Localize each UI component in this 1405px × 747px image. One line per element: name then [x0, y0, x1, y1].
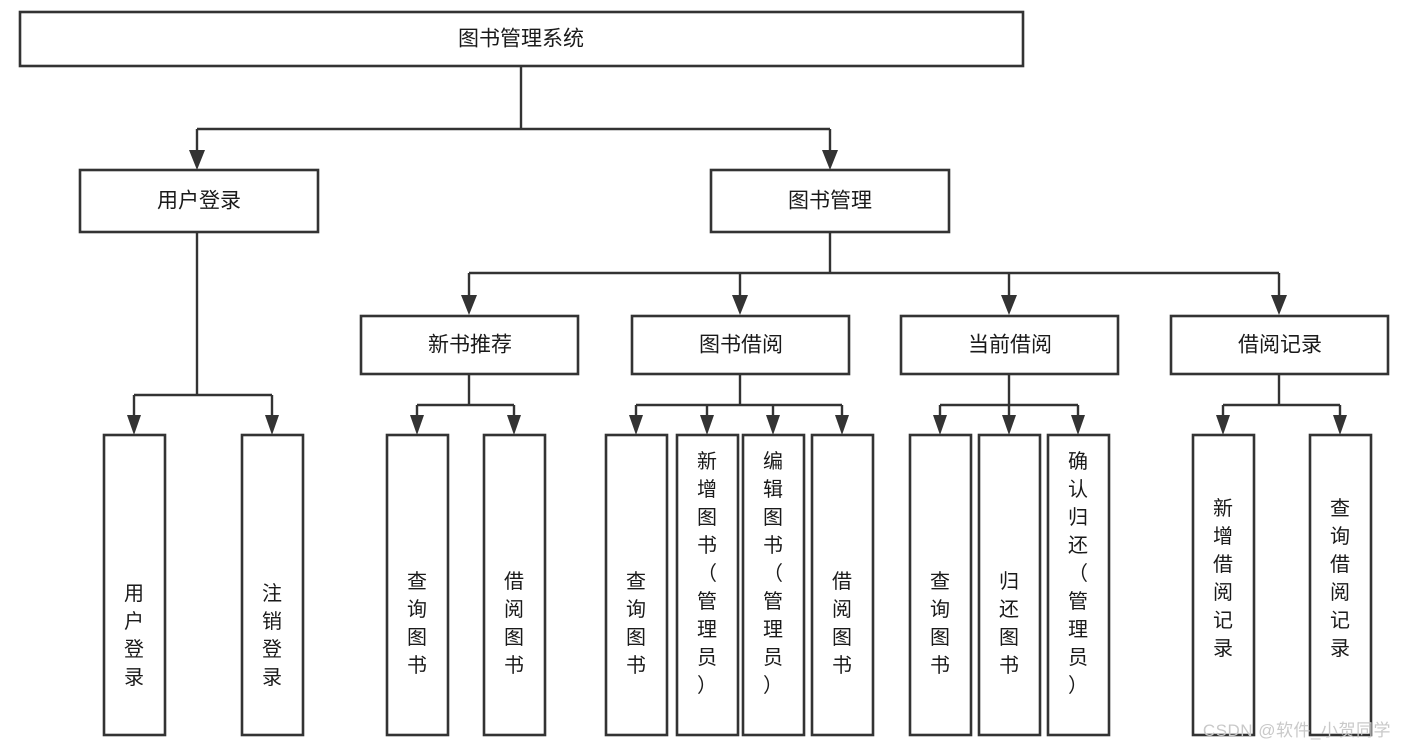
node-leaf-query-book-2-label: 查询图书	[626, 570, 646, 677]
node-leaf-add-record[interactable]: 新增借阅记录	[1191, 433, 1256, 737]
arrowhead-book-borrow	[732, 295, 748, 315]
arrowhead-leaf-query-record	[1333, 415, 1347, 435]
node-leaf-query-record-box[interactable]	[1308, 433, 1373, 737]
node-leaf-borrow-book-1-label: 借阅图书	[504, 570, 524, 677]
arrowhead-leaf-borrow-book-2	[835, 415, 849, 435]
node-leaf-query-book-1[interactable]: 查询图书	[385, 433, 450, 737]
node-leaf-query-record[interactable]: 查询借阅记录	[1308, 433, 1373, 737]
node-leaf-add-record-box[interactable]	[1191, 433, 1256, 737]
node-leaf-borrow-book-2-label: 借阅图书	[832, 570, 852, 677]
node-leaf-query-book-3-label: 查询图书	[930, 570, 950, 677]
node-new-book-recommend[interactable]: 新书推荐	[359, 314, 580, 376]
arrowhead-new-book-recommend	[461, 295, 477, 315]
node-book-manage-box[interactable]	[709, 168, 951, 234]
node-leaf-query-book-3-box[interactable]	[908, 433, 973, 737]
node-borrow-record-box[interactable]	[1169, 314, 1390, 376]
node-user-login[interactable]: 用户登录	[78, 168, 320, 234]
arrowhead-leaf-confirm-return	[1071, 415, 1085, 435]
node-leaf-return-book-label: 归还图书	[999, 570, 1019, 677]
node-leaf-add-book-label: 新增图书（管理员）	[697, 450, 717, 697]
node-leaf-query-book-2-box[interactable]	[604, 433, 669, 737]
arrowhead-borrow-record	[1271, 295, 1287, 315]
node-leaf-confirm-return-label: 确认归还（管理员）	[1068, 450, 1088, 697]
node-new-book-recommend-box[interactable]	[359, 314, 580, 376]
arrowhead-current-borrow	[1001, 295, 1017, 315]
node-leaf-edit-book[interactable]: 编辑图书（管理员）	[741, 433, 806, 737]
arrowhead-leaf-query-book-2	[629, 415, 643, 435]
node-current-borrow[interactable]: 当前借阅	[899, 314, 1120, 376]
node-leaf-add-book-box[interactable]	[675, 433, 740, 737]
node-user-login-box[interactable]	[78, 168, 320, 234]
node-user-login-label: 用户登录	[157, 190, 241, 213]
node-root[interactable]: 图书管理系统	[18, 10, 1025, 68]
node-leaf-user-login-label: 用户登录	[124, 583, 144, 689]
node-root-box[interactable]	[18, 10, 1025, 68]
node-leaf-add-record-label: 新增借阅记录	[1213, 497, 1233, 660]
node-leaf-logout-login-label: 注销登录	[262, 582, 282, 689]
node-borrow-record[interactable]: 借阅记录	[1169, 314, 1390, 376]
node-leaf-query-book-2[interactable]: 查询图书	[604, 433, 669, 737]
node-new-book-recommend-label: 新书推荐	[428, 334, 512, 357]
edge-layer	[127, 66, 1347, 435]
csdn-watermark: CSDN @软件_小贺同学	[1202, 721, 1391, 740]
arrowhead-leaf-query-book-1	[410, 415, 424, 435]
arrowhead-leaf-return-book	[1002, 415, 1016, 435]
node-leaf-query-book-1-label: 查询图书	[407, 570, 427, 677]
node-current-borrow-label: 当前借阅	[968, 334, 1052, 357]
node-leaf-borrow-book-1[interactable]: 借阅图书	[482, 433, 547, 737]
node-leaf-borrow-book-2-box[interactable]	[810, 433, 875, 737]
arrowhead-book-manage	[822, 150, 838, 170]
arrowhead-leaf-add-record	[1216, 415, 1230, 435]
arrowhead-leaf-edit-book	[766, 415, 780, 435]
node-leaf-return-book[interactable]: 归还图书	[977, 433, 1042, 737]
node-leaf-add-book[interactable]: 新增图书（管理员）	[675, 433, 740, 737]
node-root-label: 图书管理系统	[458, 28, 584, 51]
node-leaf-logout-login[interactable]: 注销登录	[240, 433, 305, 737]
node-leaf-confirm-return[interactable]: 确认归还（管理员）	[1046, 433, 1111, 737]
node-book-manage[interactable]: 图书管理	[709, 168, 951, 234]
arrowhead-leaf-borrow-book-1	[507, 415, 521, 435]
node-leaf-borrow-book-1-box[interactable]	[482, 433, 547, 737]
arrowhead-leaf-query-book-3	[933, 415, 947, 435]
node-leaf-edit-book-box[interactable]	[741, 433, 806, 737]
node-leaf-query-book-3[interactable]: 查询图书	[908, 433, 973, 737]
node-leaf-user-login-box[interactable]	[102, 433, 167, 737]
node-leaf-edit-book-label: 编辑图书（管理员）	[763, 450, 783, 697]
node-leaf-query-book-1-box[interactable]	[385, 433, 450, 737]
node-leaf-query-record-label: 查询借阅记录	[1330, 497, 1350, 660]
node-book-borrow-label: 图书借阅	[699, 334, 783, 357]
node-book-borrow[interactable]: 图书借阅	[630, 314, 851, 376]
node-book-borrow-box[interactable]	[630, 314, 851, 376]
node-leaf-logout-login-box[interactable]	[240, 433, 305, 737]
node-leaf-confirm-return-box[interactable]	[1046, 433, 1111, 737]
arrowhead-leaf-add-book	[700, 415, 714, 435]
arrowhead-user-login	[189, 150, 205, 170]
arrowhead-leaf-user-login	[127, 415, 141, 435]
node-leaf-return-book-box[interactable]	[977, 433, 1042, 737]
node-book-manage-label: 图书管理	[788, 190, 872, 213]
node-leaf-user-login[interactable]: 用户登录	[102, 433, 167, 737]
node-current-borrow-box[interactable]	[899, 314, 1120, 376]
arrowhead-leaf-logout-login	[265, 415, 279, 435]
node-leaf-borrow-book-2[interactable]: 借阅图书	[810, 433, 875, 737]
node-borrow-record-label: 借阅记录	[1238, 334, 1322, 357]
